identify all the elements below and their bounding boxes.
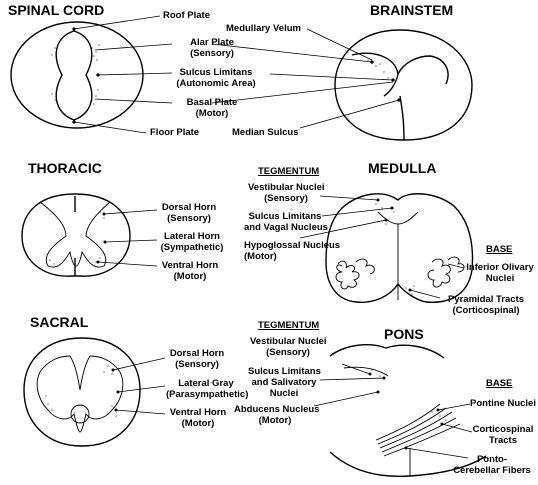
label-sacral-ventral-horn: Ventral Horn (Motor) bbox=[166, 407, 230, 429]
sacral-drawing bbox=[23, 337, 166, 447]
label-median-sulcus: Median Sulcus bbox=[232, 127, 299, 138]
label-sulcus-limitans: Sulcus Limitans (Autonomic Area) bbox=[172, 67, 260, 89]
label-medulla-hypoglossal-line2: (Motor) bbox=[244, 251, 277, 262]
label-sacral-dorsal-horn: Dorsal Horn (Sensory) bbox=[166, 348, 228, 370]
label-pons-corticospinal: Corticospinal Tracts bbox=[472, 424, 534, 446]
title-medulla: MEDULLA bbox=[368, 160, 437, 176]
label-pons-vestibular-line2: (Sensory) bbox=[266, 347, 310, 358]
label-medulla-sulcus-vagal-line2: and Vagal Nucleus bbox=[244, 222, 328, 233]
label-sacral-lateral-gray-line2: (Parasympathetic) bbox=[166, 389, 249, 400]
label-pons-pontocerebellar: Ponto- Cerebellar Fibers bbox=[450, 454, 534, 476]
label-thoracic-lateral-horn: Lateral Horn (Sympathetic) bbox=[158, 231, 226, 253]
label-pons-base: BASE bbox=[486, 378, 513, 389]
label-roof-plate: Roof Plate bbox=[163, 10, 210, 21]
label-pons-sulcus-salivatory-line1: Sulcus Limitans bbox=[248, 366, 321, 377]
label-pons-corticospinal-line1: Corticospinal bbox=[472, 424, 534, 435]
label-pons-abducens: Abducens Nucleus (Motor) bbox=[234, 404, 320, 426]
label-thoracic-dorsal-horn-line1: Dorsal Horn bbox=[161, 202, 217, 213]
title-sacral: SACRAL bbox=[30, 314, 89, 330]
label-basal-plate-line1: Basal Plate bbox=[186, 97, 238, 108]
label-floor-plate: Floor Plate bbox=[150, 127, 200, 138]
label-pons-corticospinal-line2: Tracts bbox=[489, 435, 517, 446]
label-medulla-hypoglossal: Hypoglossal Nucleus (Motor) bbox=[244, 240, 340, 262]
label-sacral-ventral-horn-line2: (Motor) bbox=[181, 418, 215, 429]
label-medulla-sulcus-vagal: Sulcus Limitans and Vagal Nucleus bbox=[244, 211, 328, 233]
label-thoracic-ventral-horn: Ventral Horn (Motor) bbox=[158, 260, 222, 282]
title-pons: PONS bbox=[384, 326, 424, 342]
label-alar-plate-line2: (Sensory) bbox=[190, 48, 234, 59]
label-alar-plate-line1: Alar Plate bbox=[190, 37, 234, 48]
label-pons-tegmentum: TEGMENTUM bbox=[258, 320, 320, 331]
label-pons-sulcus-salivatory-line2: and Salivatory bbox=[251, 377, 317, 388]
label-sacral-ventral-horn-line1: Ventral Horn bbox=[169, 407, 227, 418]
label-pons-vestibular-line1: Vestibular Nuclei bbox=[250, 336, 327, 347]
label-medulla-vestibular-line2: (Sensory) bbox=[264, 193, 308, 204]
label-medulla-pyramidal-line1: Pyramidal Tracts bbox=[447, 294, 525, 305]
label-pons-pontocerebellar-line2: Cerebellar Fibers bbox=[453, 465, 531, 476]
label-alar-plate: Alar Plate (Sensory) bbox=[176, 37, 248, 59]
label-medulla-inferior-olivary-line2: Nuclei bbox=[485, 273, 515, 284]
label-basal-plate-line2: (Motor) bbox=[195, 108, 229, 119]
label-sacral-lateral-gray-line1: Lateral Gray bbox=[178, 378, 234, 389]
label-pons-pontine-nuclei: Pontine Nuclei bbox=[470, 398, 536, 409]
title-thoracic: THORACIC bbox=[28, 160, 102, 176]
label-pons-vestibular: Vestibular Nuclei (Sensory) bbox=[250, 336, 327, 358]
label-medulla-vestibular: Vestibular Nuclei (Sensory) bbox=[248, 182, 325, 204]
label-sulcus-limitans-line2: (Autonomic Area) bbox=[176, 78, 256, 89]
label-medulla-vestibular-line1: Vestibular Nuclei bbox=[248, 182, 325, 193]
label-medulla-inferior-olivary-line1: Inferior Olivary bbox=[466, 262, 534, 273]
label-thoracic-dorsal-horn-line2: (Sensory) bbox=[167, 213, 211, 224]
pons-drawing bbox=[313, 344, 487, 478]
spinal-cord-drawing bbox=[10, 15, 173, 134]
label-medulla-base: BASE bbox=[486, 244, 513, 255]
label-pons-abducens-line2: (Motor) bbox=[258, 415, 292, 426]
label-thoracic-lateral-horn-line1: Lateral Horn bbox=[164, 231, 220, 242]
label-pons-pontocerebellar-line1: Ponto- bbox=[476, 454, 508, 465]
label-pons-abducens-line1: Abducens Nucleus bbox=[234, 404, 320, 415]
label-medulla-tegmentum: TEGMENTUM bbox=[258, 166, 320, 177]
label-thoracic-lateral-horn-line2: (Sympathetic) bbox=[160, 242, 224, 253]
label-sacral-dorsal-horn-line2: (Sensory) bbox=[175, 359, 219, 370]
label-thoracic-dorsal-horn: Dorsal Horn (Sensory) bbox=[158, 202, 220, 224]
label-sacral-dorsal-horn-line1: Dorsal Horn bbox=[169, 348, 225, 359]
medulla-drawing bbox=[299, 193, 474, 303]
label-pons-sulcus-salivatory: Sulcus Limitans and Salivatory Nuclei bbox=[248, 366, 321, 399]
label-medulla-sulcus-vagal-line1: Sulcus Limitans bbox=[248, 211, 322, 222]
label-thoracic-ventral-horn-line1: Ventral Horn bbox=[161, 260, 219, 271]
label-medulla-pyramidal: Pyramidal Tracts (Corticospinal) bbox=[440, 294, 532, 316]
brainstem-drawing bbox=[211, 28, 473, 141]
label-medulla-inferior-olivary: Inferior Olivary Nuclei bbox=[464, 262, 536, 284]
title-brainstem: BRAINSTEM bbox=[370, 2, 454, 18]
label-pons-sulcus-salivatory-line3: Nuclei bbox=[269, 388, 299, 399]
thoracic-drawing bbox=[21, 193, 158, 277]
label-medulla-pyramidal-line2: (Corticospinal) bbox=[452, 305, 520, 316]
label-thoracic-ventral-horn-line2: (Motor) bbox=[173, 271, 207, 282]
label-medulla-hypoglossal-line1: Hypoglossal Nucleus bbox=[244, 240, 341, 251]
label-medullary-velum: Medullary Velum bbox=[226, 23, 301, 34]
label-sulcus-limitans-line1: Sulcus Limitans bbox=[179, 67, 253, 78]
title-spinal-cord: SPINAL CORD bbox=[8, 2, 105, 18]
label-sacral-lateral-gray: Lateral Gray (Parasympathetic) bbox=[166, 378, 249, 400]
label-basal-plate: Basal Plate (Motor) bbox=[176, 97, 248, 119]
